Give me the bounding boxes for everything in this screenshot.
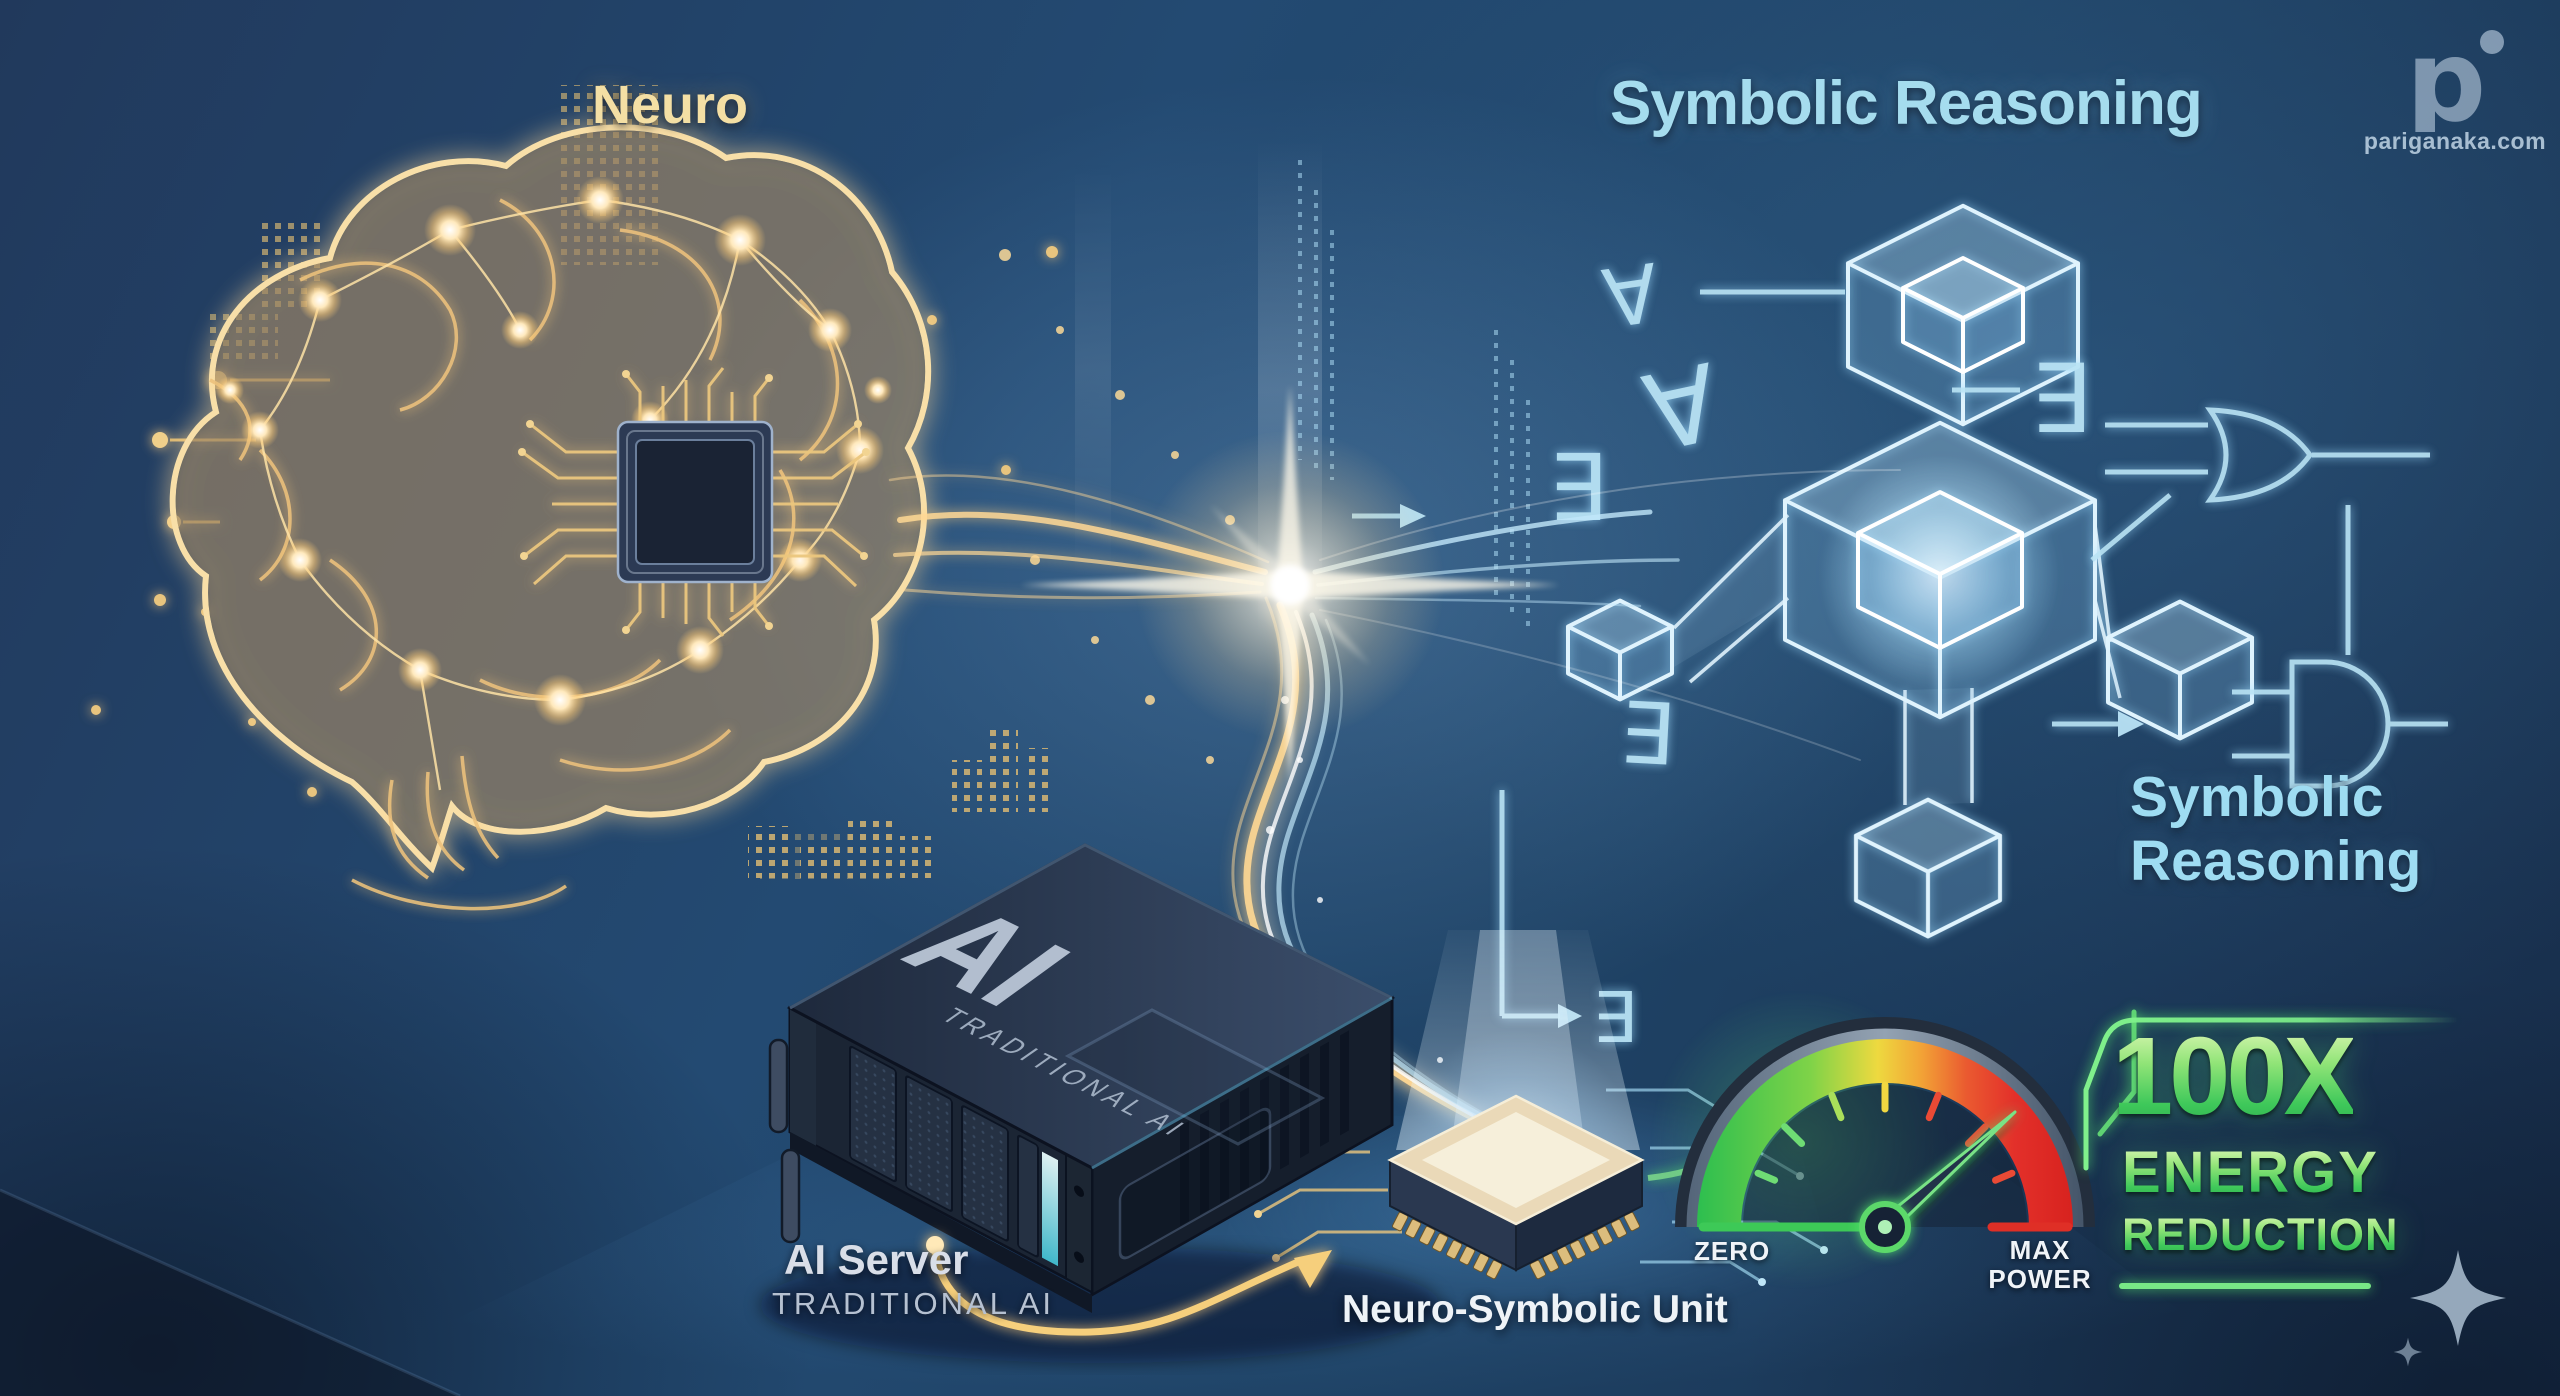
symbolic-reasoning-title: Symbolic Reasoning <box>1610 69 2203 138</box>
gauge-max-line2: POWER <box>1988 1263 2092 1294</box>
exists-glyph: ∃ <box>2030 345 2090 455</box>
server-status-strip <box>1042 1151 1058 1267</box>
exists-glyph: ∃ <box>1617 684 1676 786</box>
exists-glyph: ∃ <box>1548 435 1606 542</box>
server-front-face <box>788 1005 1094 1295</box>
brain-chip <box>518 367 870 637</box>
gauge-zero-label: ZERO <box>1694 1236 1771 1266</box>
cable-arrow-icon <box>1294 1250 1332 1288</box>
side-heading-line2: Reasoning <box>2130 828 2422 893</box>
traditional-ai-label: TRADITIONAL AI <box>772 1286 1055 1321</box>
gauge-max-line1: MAX <box>2009 1235 2071 1265</box>
gauge-ticks <box>1754 1081 2016 1184</box>
sparkle-icon <box>2393 1250 2506 1367</box>
server-drive-bays <box>849 1045 1039 1258</box>
logo-dot-icon <box>2480 30 2504 54</box>
power-gauge <box>1650 990 2095 1290</box>
forall-glyph: ∀ <box>1598 247 1665 347</box>
cube-left <box>1566 599 1674 701</box>
server-cable <box>926 1236 1332 1336</box>
pariganaka-logo: p <box>2396 17 2516 147</box>
server-base <box>790 1132 1092 1313</box>
side-heading-line1: Symbolic <box>2130 765 2384 829</box>
logo-letter: p <box>2406 20 2486 132</box>
gauge-max-power-label: MAX POWER <box>1982 1236 2098 1293</box>
forall-glyph: ∀ <box>1635 342 1731 476</box>
ai-server-label: AI Server <box>784 1236 969 1283</box>
arrow-right-icon <box>2118 711 2144 737</box>
cube-bottom <box>1854 798 2002 938</box>
and-gate-icon <box>2289 659 2391 789</box>
ai-server-illustration <box>760 843 1440 1363</box>
brain-illustration <box>169 124 932 911</box>
callout-energy: ENERGY <box>2122 1140 2379 1205</box>
server-handle <box>768 1038 789 1134</box>
brain-nodes <box>216 176 892 726</box>
server-handle <box>780 1148 801 1244</box>
neuro-title: Neuro <box>592 75 749 135</box>
callout-reduction: REDUCTION <box>2122 1209 2399 1260</box>
symbolic-reasoning-side-heading: Symbolic Reasoning <box>2130 765 2422 894</box>
scatter-dots <box>999 249 1235 764</box>
or-gate-icon <box>2205 407 2314 503</box>
callout-frame <box>2083 1009 2458 1289</box>
cube-connectors <box>1672 513 2122 805</box>
light-flare <box>1020 385 1560 785</box>
cube-network <box>1566 206 2254 938</box>
neuro-symbolic-unit-label: Neuro-Symbolic Unit <box>1342 1288 1728 1331</box>
gauge-needle <box>1859 1110 2019 1253</box>
website-label: pariganaka.com <box>2363 128 2547 154</box>
neuro-symbolic-chip <box>1387 1094 1645 1280</box>
callout-100x: 100X <box>2112 1015 2357 1138</box>
server-side-face <box>1090 995 1394 1298</box>
